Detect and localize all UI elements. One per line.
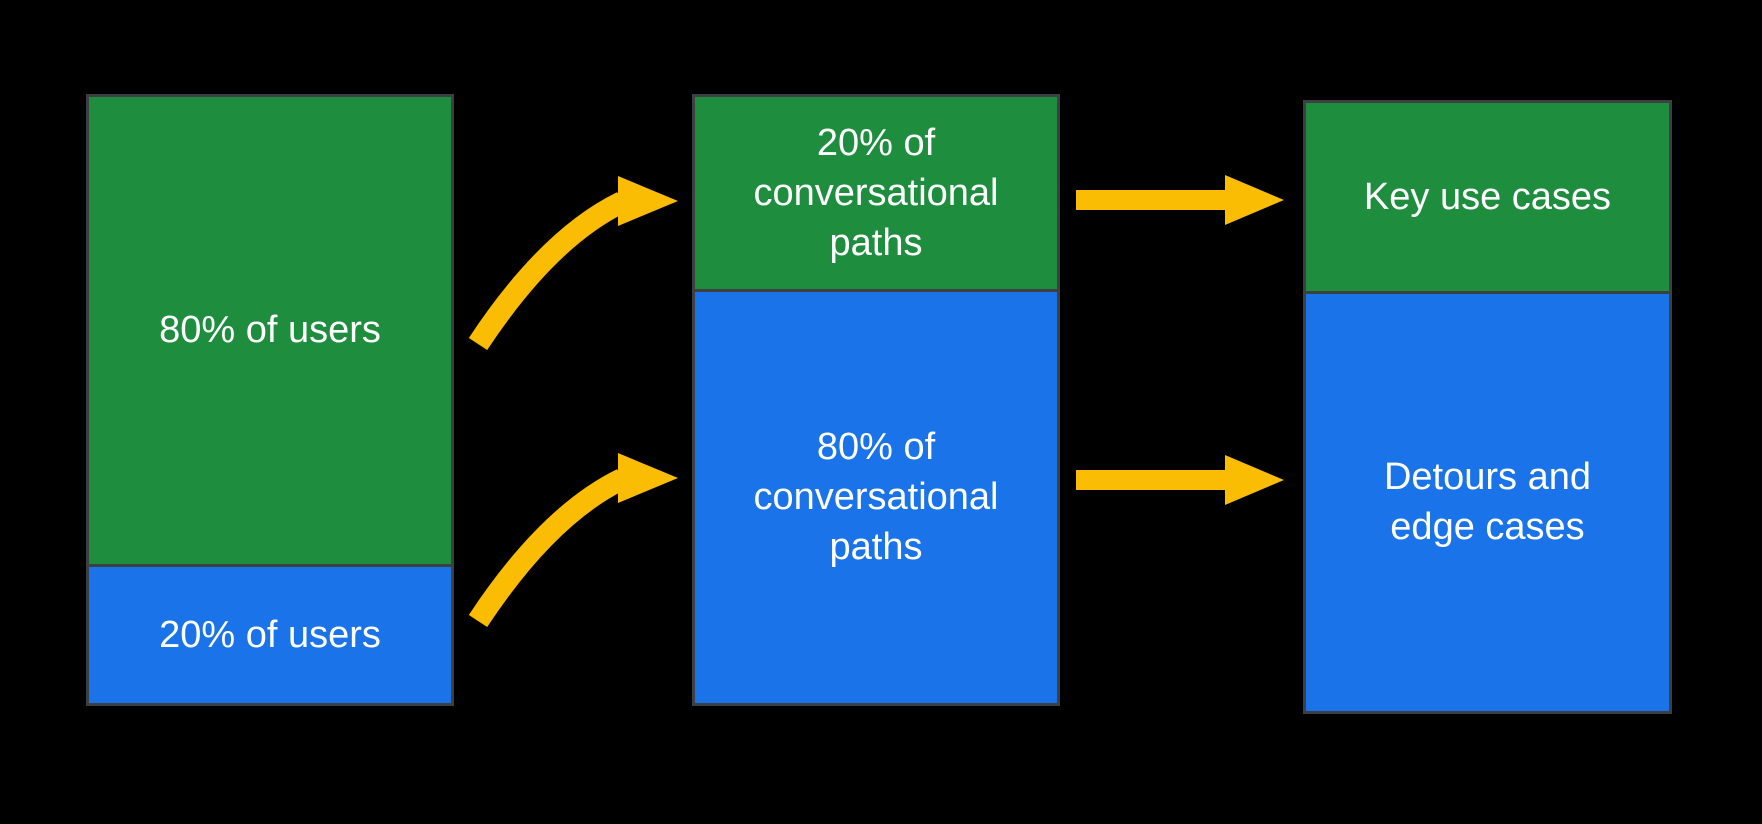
segment-users-20-label: 20% of users	[159, 613, 381, 656]
segment-users-20: 20% of users	[89, 566, 451, 703]
column-users: 80% of users 20% of users	[86, 94, 454, 706]
column-conversational-paths: 20% of conversational paths 80% of conve…	[692, 94, 1060, 706]
segment-divider	[1306, 290, 1669, 294]
arrow-20-paths-to-key-use-cases	[1076, 175, 1284, 225]
arrow-head-icon	[618, 453, 678, 503]
segment-key-use-cases-label: Key use cases	[1363, 175, 1612, 218]
arrow-head-icon	[1225, 175, 1284, 225]
arrow-head-icon	[1225, 455, 1284, 505]
arrow-shaft	[468, 192, 627, 351]
segment-users-80: 80% of users	[89, 97, 451, 564]
segment-paths-80: 80% of conversational paths	[695, 291, 1057, 703]
segment-users-80-label: 80% of users	[159, 309, 381, 352]
arrow-shaft	[468, 469, 627, 628]
segment-paths-20-label: 20% of conversational paths	[753, 121, 999, 264]
segment-key-use-cases: Key use cases	[1306, 103, 1669, 291]
segment-detours-edge-cases-label: Detours and edge cases	[1383, 456, 1591, 549]
column-outcomes: Key use cases Detours and edge cases	[1303, 100, 1672, 714]
arrow-head-icon	[618, 176, 678, 226]
segment-paths-20: 20% of conversational paths	[695, 97, 1057, 289]
arrow-80-users-to-20-paths	[468, 176, 678, 351]
arrow-20-users-to-80-paths	[468, 453, 678, 628]
segment-divider	[89, 563, 451, 567]
segment-detours-edge-cases: Detours and edge cases	[1306, 293, 1669, 711]
arrow-80-paths-to-detours	[1076, 455, 1284, 505]
segment-divider	[695, 288, 1057, 292]
segment-paths-80-label: 80% of conversational paths	[753, 426, 999, 569]
